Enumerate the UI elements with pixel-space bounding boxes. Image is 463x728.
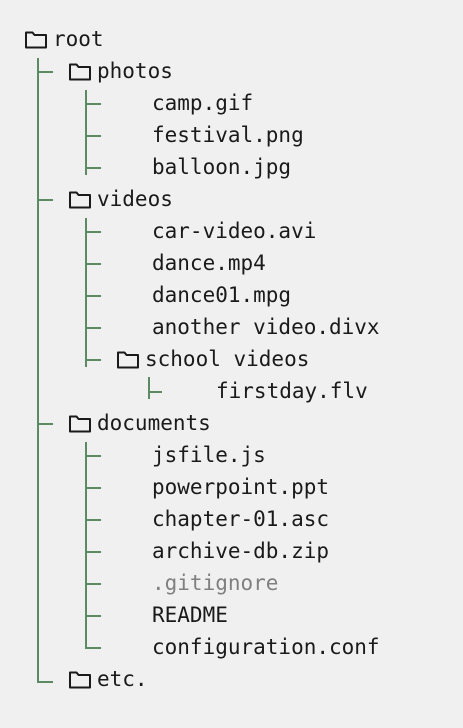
tree-line-photos bbox=[85, 90, 87, 175]
tree-branch bbox=[85, 327, 101, 329]
folder-label: etc. bbox=[97, 667, 148, 691]
tree-branch bbox=[85, 135, 101, 137]
file-item[interactable]: jsfile.js bbox=[152, 440, 266, 470]
file-label: camp.gif bbox=[152, 91, 254, 115]
folder-photos[interactable]: photos bbox=[68, 56, 173, 86]
tree-branch bbox=[37, 681, 53, 683]
tree-branch bbox=[37, 423, 53, 425]
tree-line-root bbox=[37, 58, 39, 683]
file-label: configuration.conf bbox=[152, 635, 380, 659]
folder-icon bbox=[69, 191, 91, 209]
file-item[interactable]: chapter-01.asc bbox=[152, 504, 329, 534]
tree-branch bbox=[85, 263, 101, 265]
file-label: another video.divx bbox=[152, 315, 380, 339]
folder-etc[interactable]: etc. bbox=[68, 664, 148, 694]
folder-label: videos bbox=[97, 187, 173, 211]
tree-branch bbox=[85, 647, 101, 649]
folder-icon bbox=[69, 63, 91, 81]
file-label: jsfile.js bbox=[152, 443, 266, 467]
file-item[interactable]: powerpoint.ppt bbox=[152, 472, 329, 502]
tree-branch bbox=[148, 391, 162, 393]
file-item[interactable]: README bbox=[152, 600, 228, 630]
tree-line-videos bbox=[85, 218, 87, 367]
tree-branch bbox=[85, 615, 101, 617]
tree-branch bbox=[85, 583, 101, 585]
tree-branch bbox=[85, 231, 101, 233]
file-item[interactable]: archive-db.zip bbox=[152, 536, 329, 566]
tree-branch bbox=[85, 103, 101, 105]
file-item[interactable]: dance01.mpg bbox=[152, 280, 291, 310]
file-item[interactable]: another video.divx bbox=[152, 312, 380, 342]
folder-label: root bbox=[53, 27, 104, 51]
folder-videos[interactable]: videos bbox=[68, 184, 173, 214]
file-item[interactable]: camp.gif bbox=[152, 88, 253, 118]
file-label: balloon.jpg bbox=[152, 155, 292, 179]
tree-branch bbox=[37, 199, 53, 201]
folder-documents[interactable]: documents bbox=[68, 408, 211, 438]
tree-branch bbox=[85, 551, 101, 553]
tree-branch bbox=[85, 455, 101, 457]
tree-branch bbox=[85, 167, 101, 169]
folder-label: photos bbox=[97, 59, 173, 83]
folder-root[interactable]: root bbox=[24, 24, 104, 54]
file-item-hidden[interactable]: .gitignore bbox=[152, 568, 278, 598]
folder-icon bbox=[69, 671, 91, 689]
tree-line-school bbox=[148, 377, 150, 399]
file-label: archive-db.zip bbox=[152, 539, 330, 563]
folder-label: school videos bbox=[145, 347, 310, 371]
file-label: firstday.flv bbox=[216, 379, 368, 403]
tree-branch bbox=[85, 295, 101, 297]
folder-school-videos[interactable]: school videos bbox=[116, 344, 309, 374]
file-item[interactable]: car-video.avi bbox=[152, 216, 316, 246]
file-label: .gitignore bbox=[152, 571, 279, 595]
file-item[interactable]: configuration.conf bbox=[152, 632, 380, 662]
folder-icon bbox=[25, 31, 47, 49]
folder-label: documents bbox=[97, 411, 211, 435]
tree-branch bbox=[85, 487, 101, 489]
tree-branch bbox=[37, 71, 53, 73]
file-item[interactable]: balloon.jpg bbox=[152, 152, 291, 182]
file-label: chapter-01.asc bbox=[152, 507, 330, 531]
file-item[interactable]: festival.png bbox=[152, 120, 304, 150]
tree-line-documents bbox=[85, 442, 87, 649]
file-label: dance.mp4 bbox=[152, 251, 266, 275]
file-label: dance01.mpg bbox=[152, 283, 292, 307]
file-label: festival.png bbox=[152, 123, 304, 147]
folder-icon bbox=[69, 415, 91, 433]
folder-icon bbox=[117, 351, 139, 369]
tree-branch bbox=[85, 519, 101, 521]
file-item[interactable]: dance.mp4 bbox=[152, 248, 266, 278]
file-label: car-video.avi bbox=[152, 219, 317, 243]
file-label: powerpoint.ppt bbox=[152, 475, 330, 499]
tree-branch bbox=[85, 359, 101, 361]
file-label: README bbox=[152, 603, 228, 627]
file-item[interactable]: firstday.flv bbox=[216, 376, 368, 406]
